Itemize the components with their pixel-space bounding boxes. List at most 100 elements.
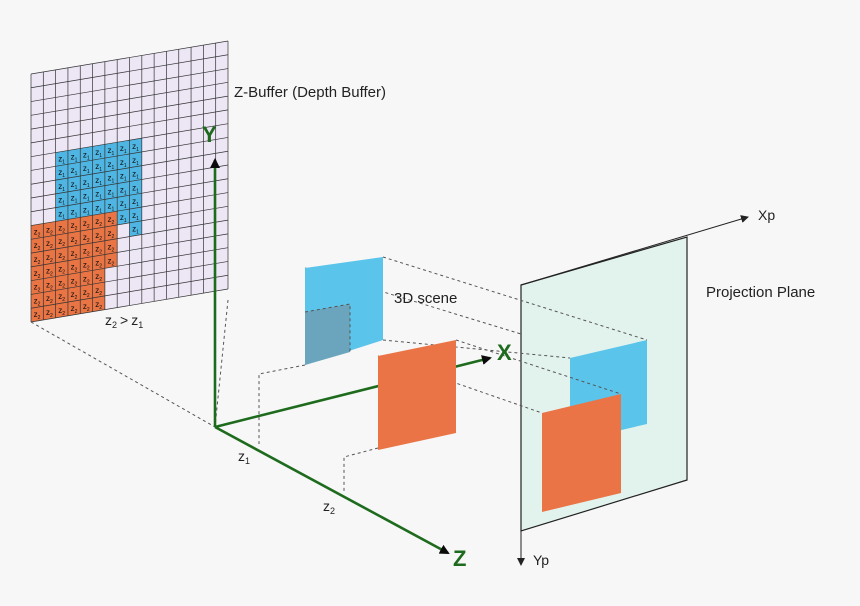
z-buffer-cell-z1 (92, 185, 105, 202)
z-buffer-cell-label: z2 (34, 283, 41, 294)
y-axis-label: Y (202, 122, 217, 147)
z-buffer-cell-label: z1 (120, 213, 127, 224)
z-buffer-cell-label: z1 (120, 199, 127, 210)
z-buffer-cell-z2 (55, 246, 68, 263)
z-buffer-projection-lines (30, 299, 229, 428)
z-buffer-cell-z1 (129, 193, 142, 210)
z-buffer-cell-label: z1 (95, 190, 102, 201)
z-buffer-gridline (30, 192, 229, 226)
z-buffer-cell-z1 (67, 148, 81, 165)
z-buffer-cell-z1 (129, 138, 142, 154)
z-buffer-cell-z1 (55, 150, 68, 167)
z-buffer-cell-label: z1 (95, 148, 102, 159)
z-buffer-cell-z1 (67, 203, 81, 220)
z-buffer-cell-z2 (67, 217, 81, 234)
z-buffer-cell-z2 (55, 302, 68, 318)
z-buffer-cell-z1 (117, 209, 130, 225)
z-buffer-cell-label: z2 (71, 290, 78, 301)
z-buffer-cell-z1 (80, 187, 93, 204)
z-buffer-cell-z2 (92, 240, 105, 257)
z-buffer-cell-z1 (129, 220, 142, 237)
z-buffer-cell-z2 (67, 299, 81, 316)
z-buffer-cell-label: z1 (95, 162, 102, 173)
z-buffer-cell-label: z2 (95, 231, 102, 242)
z-buffer-cell-z2 (92, 268, 105, 285)
z-buffer-cell-label: z2 (83, 302, 90, 313)
scene-far-square (304, 257, 383, 365)
z-buffer-title: Z-Buffer (Depth Buffer) (234, 84, 386, 101)
z-buffer-cell-z2 (104, 211, 118, 227)
z-buffer-cell-label: z2 (58, 223, 65, 234)
z-buffer-cell-label: z1 (108, 187, 115, 198)
z-buffer-cell-label: z2 (71, 249, 78, 260)
z-buffer-cell-label: z2 (71, 276, 78, 287)
z-buffer-cell-z2 (67, 258, 81, 275)
z-buffer-cell-z2 (43, 304, 56, 320)
z-buffer-cell-label: z1 (108, 174, 115, 185)
z-buffer-gridline (30, 247, 229, 282)
z-buffer-cell-z2 (67, 272, 81, 289)
z-buffer-gridline (30, 40, 229, 75)
z-buffer-cell-z2 (55, 233, 68, 249)
z-buffer-cell-label: z2 (34, 255, 41, 266)
z-buffer-cell-label: z2 (83, 274, 90, 285)
z-buffer-cell-label: z1 (132, 183, 139, 194)
z-buffer-cell-z2 (92, 254, 105, 271)
z-buffer-cell-z1 (67, 189, 81, 206)
z-buffer-cell-label: z2 (71, 221, 78, 232)
z-buffer-cell-z1 (55, 191, 68, 208)
z-buffer-cell-z1 (129, 179, 142, 196)
z-buffer-cell-z1 (92, 199, 105, 216)
x-axis-label: X (497, 340, 512, 365)
z-buffer-cell-label: z2 (95, 245, 102, 256)
z-buffer-cell-z2 (43, 276, 56, 293)
z-buffer-cell-z2 (55, 219, 68, 236)
z-buffer-cell-label: z2 (83, 288, 90, 299)
z-buffer-cell-label: z1 (95, 176, 102, 187)
z-buffer-cell-z2 (92, 226, 105, 243)
z-buffer-cell-label: z2 (95, 286, 102, 297)
z-buffer-cell-label: z1 (83, 150, 90, 161)
z-buffer-gridline (30, 274, 229, 309)
z-buffer-gridline (30, 288, 229, 323)
z-buffer-cell-z2 (104, 238, 118, 255)
z-buffer-cell-label: z2 (46, 267, 53, 278)
z-buffer-cell-z2 (67, 244, 81, 261)
z-buffer-cell-z1 (117, 167, 130, 184)
z-buffer-cell-label: z2 (108, 256, 115, 267)
z-buffer-cell-label: z1 (83, 164, 90, 175)
z-buffer-cell-z1 (92, 144, 105, 161)
z-buffer-gridline (30, 81, 229, 116)
z-buffer-cell-z2 (31, 251, 44, 267)
z-buffer-cell-label: z1 (58, 196, 65, 207)
z-buffer-cell-label: z2 (95, 217, 102, 228)
z-buffer-cell-label: z2 (71, 304, 78, 315)
z-buffer-cell-z2 (43, 235, 56, 252)
z-buffer-cell-z1 (129, 206, 142, 223)
z-buffer-cell-label: z1 (120, 172, 127, 183)
z-buffer-cell-z1 (117, 153, 130, 170)
z-buffer-cell-z1 (104, 197, 118, 214)
z-buffer-cell-z1 (117, 140, 130, 157)
z-buffer-cell-label: z2 (58, 278, 65, 289)
z-buffer-gridline (30, 219, 229, 254)
z-buffer-cell-label: z1 (132, 225, 139, 236)
z-buffer-cell-z2 (80, 284, 93, 300)
z-buffer-cell-label: z1 (120, 144, 127, 155)
z-buffer-cell-label: z2 (58, 265, 65, 276)
z-buffer-cell-label: z2 (34, 296, 41, 307)
z-buffer-cell-label: z2 (83, 261, 90, 272)
z-buffer-cell-z2 (92, 295, 105, 312)
scene-near-square (378, 340, 456, 450)
z-buffer-cell-z1 (104, 169, 118, 186)
z-buffer-cell-z2 (104, 252, 118, 269)
z-buffer-cell-label: z1 (120, 158, 127, 169)
z-buffer-cell-z2 (31, 223, 44, 240)
z-buffer-cell-z2 (55, 260, 68, 277)
z-buffer-gridline (30, 123, 229, 158)
z-buffer-cell-z1 (92, 158, 105, 174)
z-buffer-gridline (30, 109, 229, 144)
z-buffer-cell-z1 (80, 146, 93, 163)
